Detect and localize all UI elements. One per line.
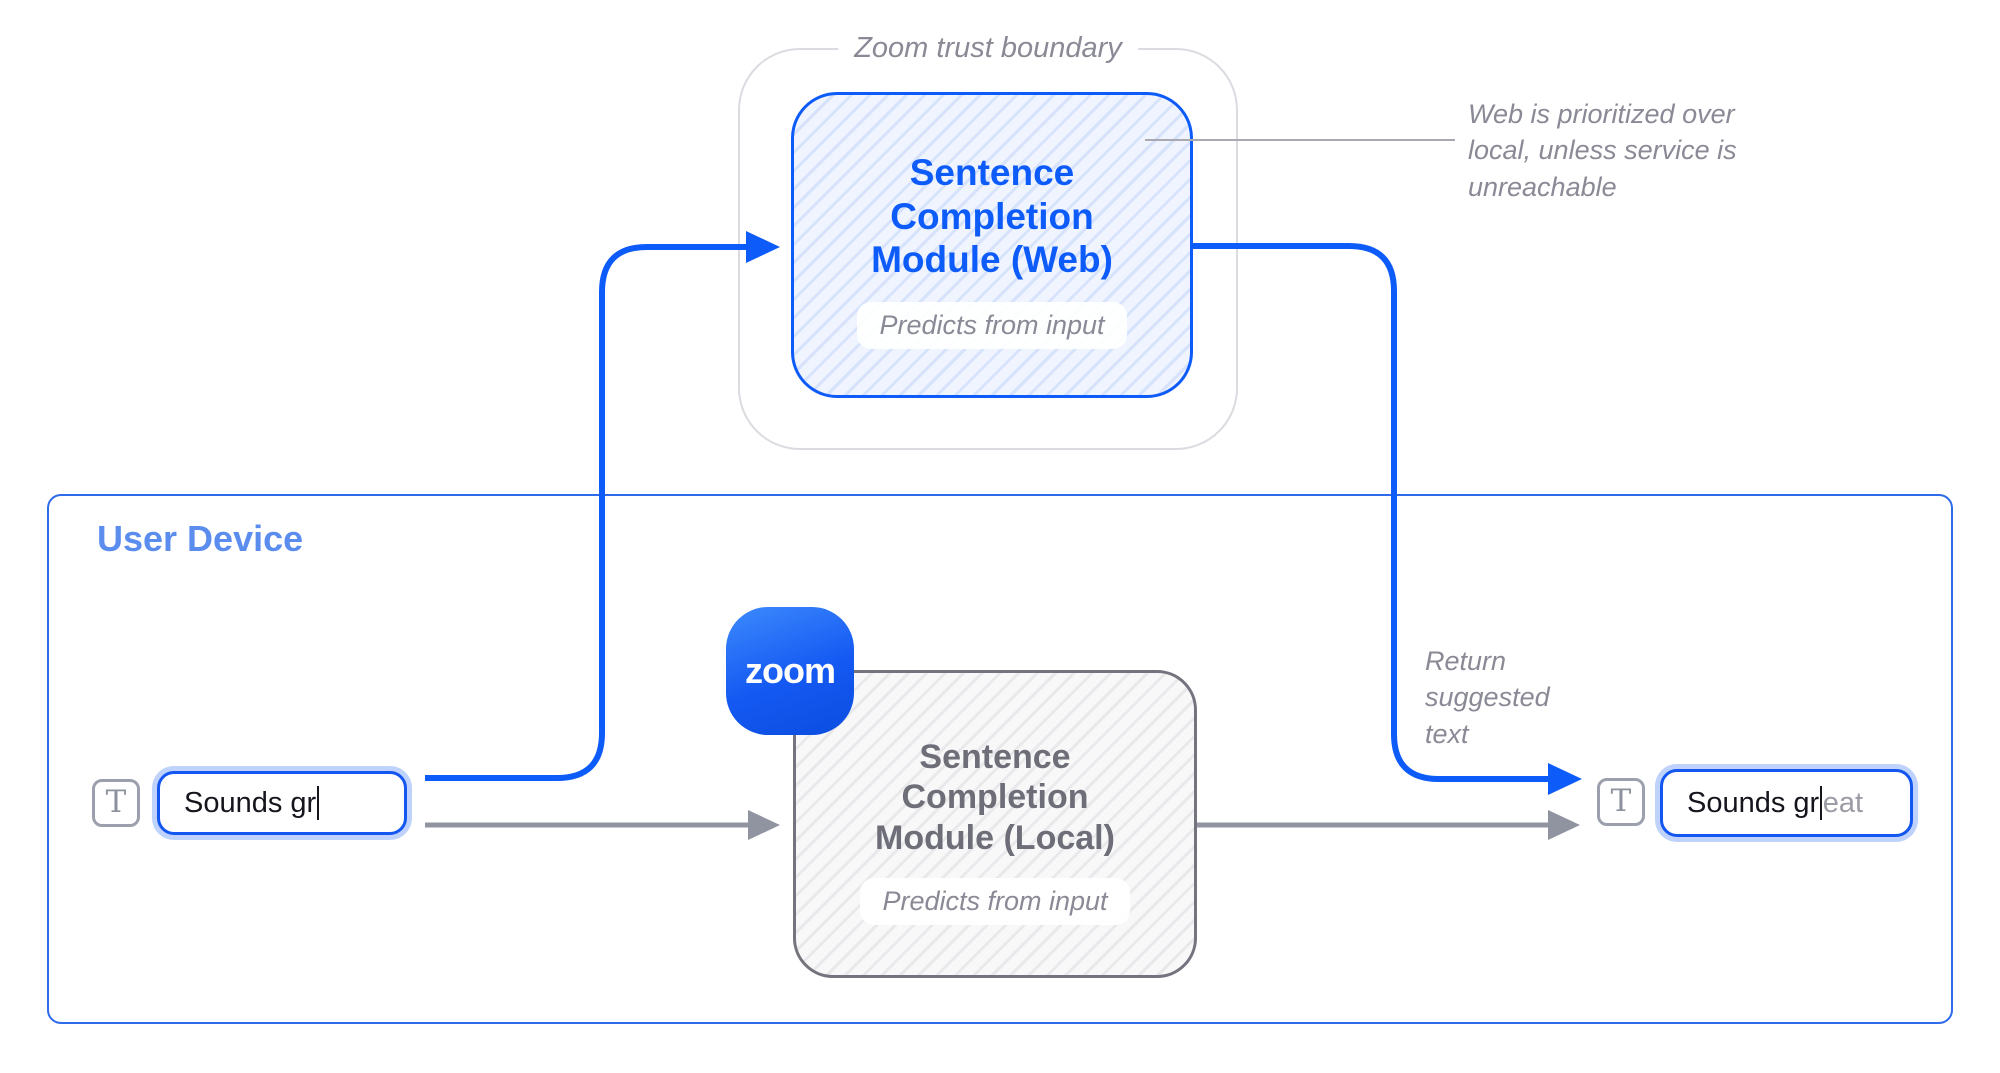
web-module-title: Sentence Completion Module (Web) [871, 151, 1113, 282]
web-annotation-line: local, unless service is [1468, 135, 1737, 166]
local-module-title-line: Module (Local) [875, 818, 1115, 857]
user-device-label: User Device [97, 518, 304, 559]
local-module-title: Sentence Completion Module (Local) [875, 737, 1115, 857]
local-module-title-line: Completion [901, 778, 1089, 817]
suggested-text: eat [1822, 786, 1864, 819]
sentence-completion-module-web: Sentence Completion Module (Web) Predict… [791, 92, 1193, 398]
typed-text: Sounds gr [1687, 786, 1820, 819]
zoom-logo-text: zoom [745, 650, 836, 691]
return-annotation-line: text [1425, 718, 1469, 749]
web-module-title-line: Module (Web) [871, 239, 1113, 281]
text-tool-icon: T [1597, 778, 1645, 826]
web-module-title-line: Sentence [909, 152, 1075, 194]
web-annotation-line: unreachable [1468, 171, 1617, 202]
trust-boundary-label: Zoom trust boundary [838, 32, 1138, 65]
return-annotation-line: suggested [1425, 682, 1550, 713]
user-text-input[interactable]: Sounds gr [157, 771, 407, 835]
return-annotation-line: Return [1425, 646, 1507, 676]
web-priority-annotation: Web is prioritized over local, unless se… [1468, 96, 1737, 205]
sentence-completion-module-local: Sentence Completion Module (Local) Predi… [793, 670, 1197, 978]
text-tool-glyph: T [105, 783, 127, 820]
text-caret [316, 786, 320, 820]
local-module-subtitle: Predicts from input [860, 877, 1130, 925]
typed-text: Sounds gr [184, 786, 317, 819]
web-module-title-line: Completion [890, 195, 1094, 237]
text-caret [1819, 786, 1823, 820]
return-suggested-text-annotation: Return suggested text [1425, 643, 1550, 752]
user-device-box: User Device [47, 494, 1953, 1024]
web-annotation-line: Web is prioritized over [1468, 99, 1735, 129]
text-tool-icon: T [92, 779, 140, 827]
zoom-logo-icon: zoom [726, 607, 854, 735]
web-module-subtitle: Predicts from input [857, 301, 1127, 349]
text-tool-glyph: T [1610, 782, 1632, 819]
local-module-title-line: Sentence [919, 738, 1071, 777]
